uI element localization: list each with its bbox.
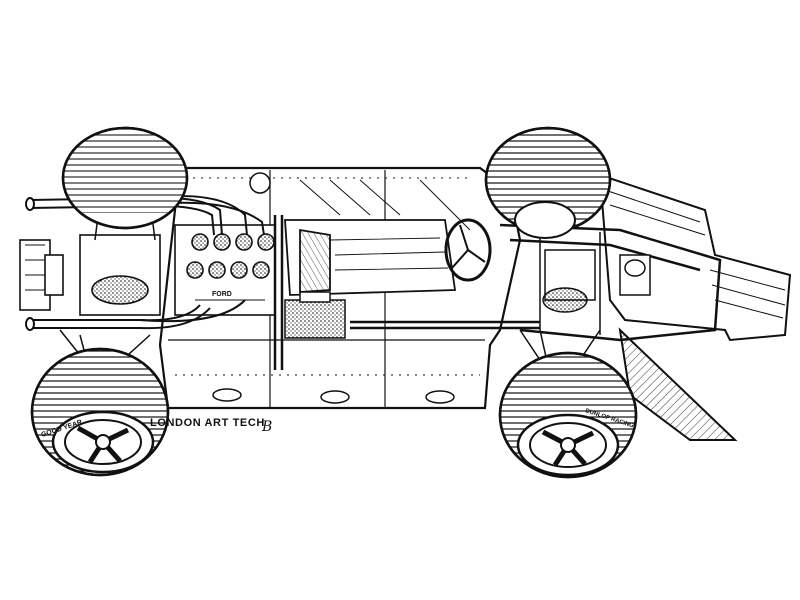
tyre-rear-bottom [30, 347, 170, 477]
steering-wheel [444, 218, 492, 282]
tyre-rear-top [61, 126, 189, 230]
artist-signature: B [261, 419, 272, 435]
cockpit [284, 219, 457, 296]
rear-wing [598, 173, 792, 441]
tyre-front-top [484, 126, 612, 239]
battery-block [284, 291, 346, 339]
side-vents [212, 172, 455, 404]
gearbox [19, 234, 161, 316]
artist-caption: LONDON ART TECH [150, 417, 265, 429]
chassis-tubes [273, 215, 722, 370]
engine [174, 224, 276, 316]
tyre-front-bottom [498, 351, 638, 479]
engine-text: FORD [212, 291, 232, 298]
